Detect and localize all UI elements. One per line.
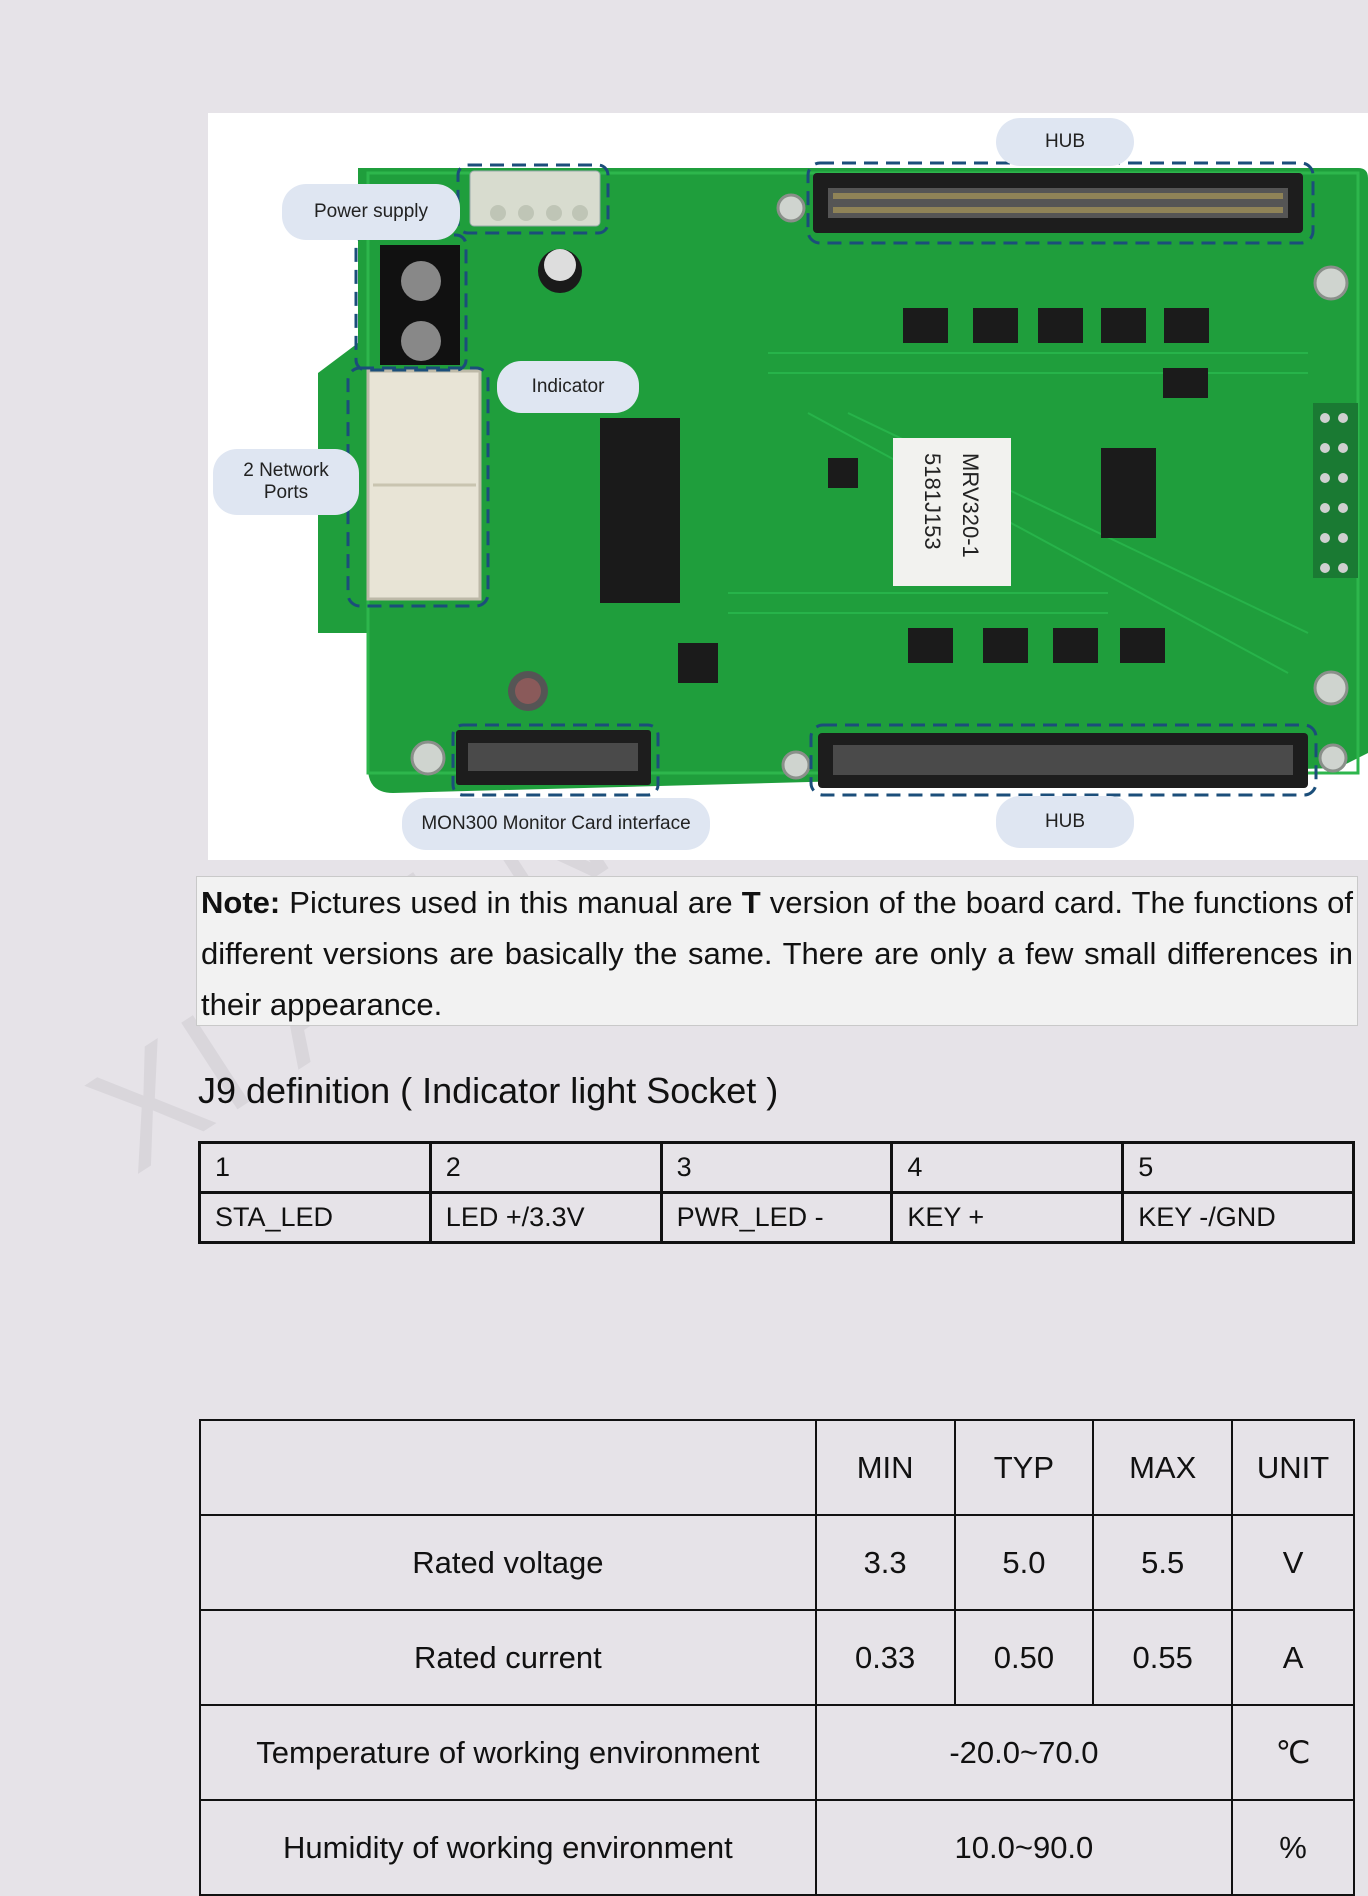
spec-typ: 0.50 [953, 1609, 1095, 1706]
pin-signal: KEY + [890, 1191, 1125, 1244]
spec-name: Rated voltage [199, 1514, 817, 1611]
j9-title: J9 definition ( Indicator light Socket ) [198, 1070, 779, 1111]
spec-unit: % [1231, 1799, 1355, 1896]
specs-table: MIN TYP MAX UNIT Rated voltage 3.3 5.0 5… [199, 1419, 1355, 1896]
spec-max: 0.55 [1092, 1609, 1234, 1706]
note-bold-t: T [741, 885, 761, 920]
table-row: Rated voltage 3.3 5.0 5.5 V [199, 1514, 1355, 1611]
table-row: Rated current 0.33 0.50 0.55 A [199, 1609, 1355, 1706]
header-cell: UNIT [1231, 1419, 1355, 1516]
svg-text:MRV320-1: MRV320-1 [958, 453, 983, 558]
spec-max: 5.5 [1092, 1514, 1234, 1611]
spec-unit: V [1231, 1514, 1355, 1611]
spec-unit: ℃ [1231, 1704, 1355, 1801]
callout-network-ports: 2 Network Ports [213, 449, 359, 515]
spec-range: -20.0~70.0 [814, 1704, 1234, 1801]
callout-indicator: Indicator [497, 361, 639, 413]
main-chip [600, 418, 680, 603]
pin-signal: KEY -/GND [1121, 1191, 1355, 1244]
board-photo: MRV320-1 5181J153 [208, 113, 1368, 860]
callout-power-supply: Power supply [282, 184, 460, 240]
pin-signal: LED +/3.3V [428, 1191, 663, 1244]
table-header-row: MIN TYP MAX UNIT [199, 1419, 1355, 1516]
callout-hub-top: HUB [996, 118, 1134, 166]
spec-unit: A [1231, 1609, 1355, 1706]
note-box: Note: Pictures used in this manual are T… [196, 876, 1358, 1026]
spec-name: Rated current [199, 1609, 817, 1706]
pin-number: 1 [198, 1141, 432, 1194]
header-cell: TYP [953, 1419, 1095, 1516]
pin-signal: PWR_LED - [659, 1191, 894, 1244]
j9-table: 1 2 3 4 5 STA_LED LED +/3.3V PWR_LED - K… [198, 1141, 1355, 1244]
pin-number: 3 [659, 1141, 894, 1194]
spec-name: Temperature of working environment [199, 1704, 817, 1801]
svg-text:5181J153: 5181J153 [920, 453, 945, 550]
pin-number: 4 [890, 1141, 1125, 1194]
table-row: STA_LED LED +/3.3V PWR_LED - KEY + KEY -… [198, 1191, 1355, 1244]
callout-hub-bottom: HUB [996, 796, 1134, 848]
header-cell: MIN [814, 1419, 956, 1516]
pin-signal: STA_LED [198, 1191, 432, 1244]
spec-range: 10.0~90.0 [814, 1799, 1234, 1896]
spec-min: 0.33 [814, 1609, 956, 1706]
pin-number: 5 [1121, 1141, 1355, 1194]
label-sticker [893, 438, 1011, 586]
callout-monitor-interface: MON300 Monitor Card interface [402, 798, 710, 850]
pin-number: 2 [428, 1141, 663, 1194]
note-text-2: version of the board card. The functions… [201, 885, 1353, 1022]
header-cell: MAX [1092, 1419, 1234, 1516]
spec-name: Humidity of working environment [199, 1799, 817, 1896]
table-row: Humidity of working environment 10.0~90.… [199, 1799, 1355, 1896]
table-row: Temperature of working environment -20.0… [199, 1704, 1355, 1801]
spec-min: 3.3 [814, 1514, 956, 1611]
spec-typ: 5.0 [953, 1514, 1095, 1611]
note-text-1: Pictures used in this manual are [280, 885, 742, 920]
table-row: 1 2 3 4 5 [198, 1141, 1355, 1194]
header-cell [199, 1419, 817, 1516]
note-prefix: Note: [201, 885, 281, 920]
